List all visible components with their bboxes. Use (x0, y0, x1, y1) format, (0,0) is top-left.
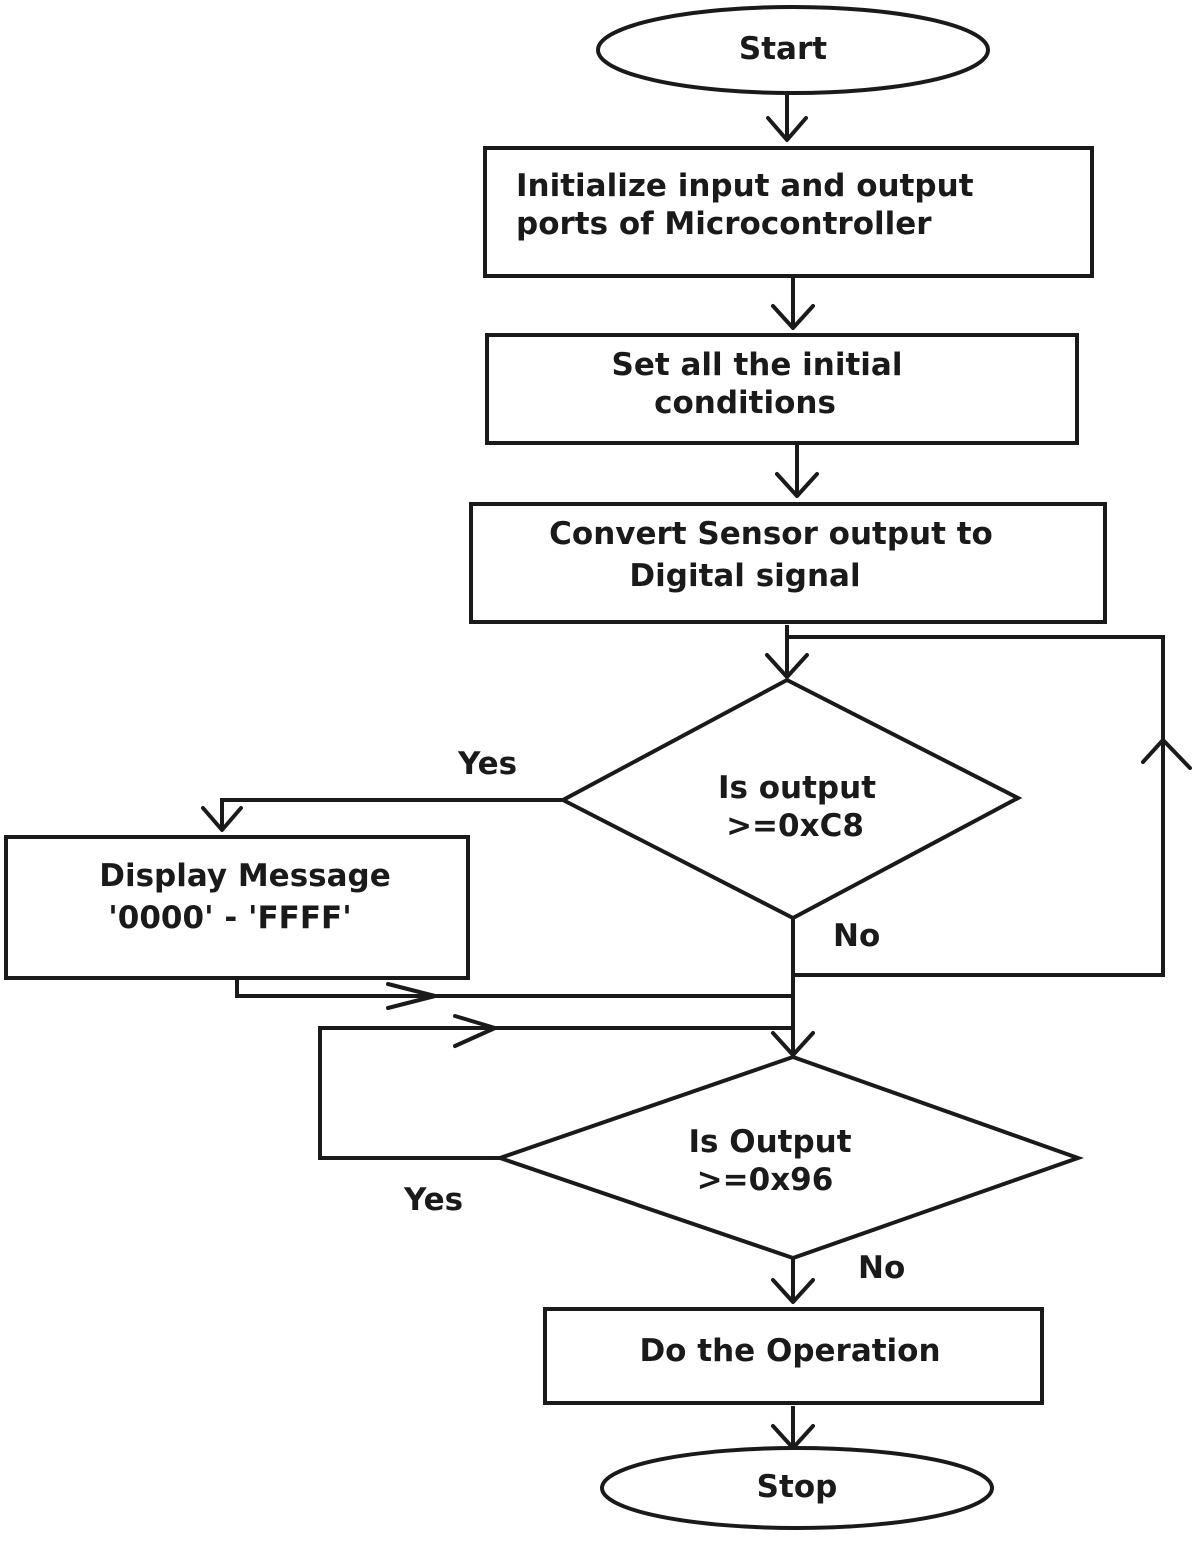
convert-label-line2: Digital signal (629, 558, 860, 594)
edge-display-to-merge (235, 980, 793, 998)
arrowhead-right (386, 982, 437, 1010)
stop-ellipse (600, 1446, 994, 1530)
convert-label-line1: Convert Sensor output to (549, 516, 993, 552)
decision2-yes-label: Yes (403, 1182, 463, 1218)
operation-box (543, 1307, 1044, 1405)
decision1-no-label: No (833, 918, 880, 954)
convert-process: Convert Sensor output to Digital signal (469, 502, 1107, 624)
arrowhead-down (766, 116, 808, 142)
init-process: Initialize input and output ports of Mic… (483, 146, 1094, 278)
init-label-line2: ports of Microcontroller (516, 206, 932, 242)
edge-labels: Yes No Yes No (403, 746, 905, 1286)
display-box (4, 835, 470, 980)
display-label-line2: '0000' - 'FFFF' (108, 900, 351, 936)
edge-decision1-yes (220, 798, 563, 830)
decision2-no-label: No (858, 1250, 905, 1286)
decision2: Is Output >=0x96 (493, 1054, 1085, 1261)
decision1-diamond (558, 677, 1023, 921)
setcond-box (485, 333, 1079, 445)
arrowhead-down (771, 1278, 815, 1304)
stop-terminal: Stop (600, 1446, 994, 1530)
decision2-label-line2: >=0x96 (697, 1162, 834, 1198)
arrowhead-down (765, 653, 809, 679)
start-terminal: Start (596, 5, 990, 95)
start-ellipse (596, 5, 990, 95)
init-label-line1: Initialize input and output (516, 168, 974, 204)
decision1-label-line1: Is output (718, 770, 876, 806)
operation-label: Do the Operation (639, 1333, 940, 1369)
display-process: Display Message '0000' - 'FFFF' (4, 835, 470, 980)
start-label: Start (739, 31, 827, 67)
arrowhead-right (453, 1014, 497, 1048)
arrowhead-down (771, 304, 815, 330)
arrowhead-up (1141, 738, 1192, 770)
arrowhead-down (201, 806, 243, 832)
decision2-label-line1: Is Output (688, 1124, 851, 1160)
decision1-label-line2: >=0xC8 (726, 808, 864, 844)
connectors (220, 95, 1165, 1448)
arrowheads (201, 116, 1192, 1450)
operation-process: Do the Operation (543, 1307, 1044, 1405)
decision1: Is output >=0xC8 (558, 677, 1023, 921)
convert-box (469, 502, 1107, 624)
arrowhead-down (775, 472, 819, 498)
init-box (483, 146, 1094, 278)
decision2-diamond (493, 1054, 1085, 1261)
decision1-yes-label: Yes (457, 746, 517, 782)
setcond-label-line1: Set all the initial (612, 347, 903, 383)
display-label-line1: Display Message (99, 858, 391, 894)
setcond-label-line2: conditions (654, 385, 836, 421)
setcond-process: Set all the initial conditions (485, 333, 1079, 445)
edge-decision2-yes-loop (318, 1026, 793, 1160)
stop-label: Stop (757, 1469, 838, 1505)
edge-decision1-no-loop (787, 635, 1165, 977)
